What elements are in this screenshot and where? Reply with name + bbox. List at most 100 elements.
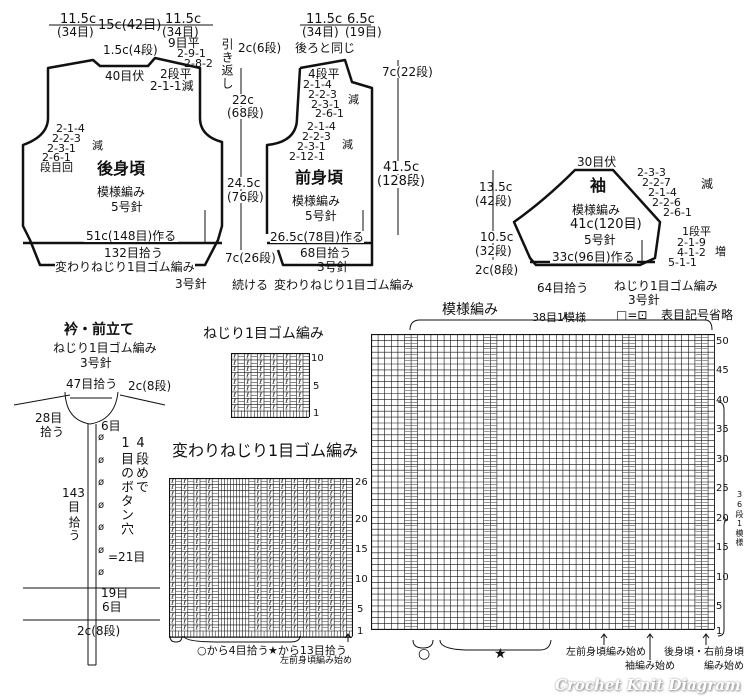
stitch-symbol: — bbox=[695, 487, 701, 494]
stitch-symbol: | bbox=[239, 556, 241, 564]
stitch-symbol: — bbox=[264, 384, 271, 392]
stitch-symbol: — bbox=[175, 478, 182, 485]
stitch-symbol: — bbox=[484, 576, 490, 583]
stitch-symbol: ℓ bbox=[318, 508, 321, 516]
stitch-symbol: — bbox=[251, 359, 258, 367]
stitch-symbol: — bbox=[285, 587, 292, 595]
stitch-symbol: — bbox=[695, 428, 701, 435]
stitch-symbol: ℓ bbox=[208, 605, 211, 613]
stitch-symbol: — bbox=[411, 363, 417, 370]
stitch-symbol: ℓ bbox=[196, 478, 199, 485]
stitch-symbol: — bbox=[212, 538, 219, 546]
stitch-symbol: — bbox=[249, 599, 256, 607]
stitch-symbol: ℓ bbox=[183, 489, 186, 497]
stitch-symbol: ℓ bbox=[318, 532, 321, 540]
stitch-symbol: — bbox=[175, 556, 182, 564]
stitch-symbol: ℓ bbox=[305, 599, 308, 607]
stitch-symbol: ℓ bbox=[305, 495, 308, 503]
pattern-row-label: 5 bbox=[716, 601, 723, 612]
stitch-symbol: ℓ bbox=[233, 359, 236, 367]
stitch-symbol: ℓ bbox=[281, 520, 284, 528]
stitch-symbol: ℓ bbox=[171, 502, 174, 510]
pattern-marker-star: ★ bbox=[494, 646, 507, 662]
stitch-symbol: | bbox=[220, 550, 222, 558]
stitch-symbol: | bbox=[232, 508, 234, 516]
stitch-symbol: — bbox=[346, 502, 353, 510]
front-rib: 変わりねじり1目ゴム編み bbox=[274, 278, 414, 292]
stitch-symbol: — bbox=[238, 359, 245, 367]
stitch-symbol: ℓ bbox=[269, 611, 272, 619]
stitch-symbol: — bbox=[261, 514, 268, 522]
stitch-symbol: ℓ bbox=[281, 605, 284, 613]
stitch-symbol: ℓ bbox=[259, 378, 262, 386]
stitch-symbol: — bbox=[285, 563, 292, 571]
stitch-symbol: — bbox=[411, 546, 417, 553]
back-neck-dec: 2-1-1減 bbox=[150, 79, 194, 93]
stitch-symbol: — bbox=[411, 446, 417, 453]
stitch-symbol: — bbox=[297, 556, 304, 564]
stitch-symbol: ℓ bbox=[272, 384, 275, 392]
stitch-symbol: — bbox=[346, 520, 353, 528]
stitch-symbol: ℓ bbox=[269, 617, 272, 625]
stitch-symbol: — bbox=[303, 359, 310, 367]
stitch-symbol: ℓ bbox=[171, 593, 174, 601]
stitch-symbol: — bbox=[346, 569, 353, 577]
stitch-symbol: — bbox=[261, 520, 268, 528]
stitch-symbol: | bbox=[232, 605, 234, 613]
stitch-symbol: — bbox=[629, 617, 635, 624]
front-neck-dec-3: 2-3-1 bbox=[311, 98, 340, 111]
stitch-symbol: — bbox=[249, 575, 256, 583]
stitch-symbol: | bbox=[232, 520, 234, 528]
stitch-symbol: ℓ bbox=[305, 569, 308, 577]
stitch-symbol: — bbox=[200, 502, 207, 510]
stitch-symbol: ℓ bbox=[171, 495, 174, 503]
stitch-symbol: | bbox=[226, 581, 228, 589]
var-rib-chart-grid: ℓ—ℓ—ℓ—ℓ—|||||—ℓ—ℓ—ℓ—ℓ—ℓ—ℓ—ℓ—ℓ—ℓ—ℓ—ℓ—ℓ—||… bbox=[168, 477, 353, 642]
back-armhole-dec-2: 2-2-3 bbox=[52, 132, 81, 145]
stitch-symbol: — bbox=[212, 502, 219, 510]
stitch-symbol: — bbox=[175, 489, 182, 497]
stitch-symbol: ℓ bbox=[293, 514, 296, 522]
stitch-symbol: ℓ bbox=[285, 378, 288, 386]
front-total-height-rows: (128段) bbox=[377, 174, 425, 189]
stitch-symbol: — bbox=[484, 428, 490, 435]
stitch-symbol: — bbox=[405, 405, 411, 412]
sleeve-cap-dec-2: 2-2-7 bbox=[642, 176, 671, 189]
stitch-symbol: — bbox=[297, 605, 304, 613]
stitch-symbol: — bbox=[695, 446, 701, 453]
stitch-symbol: | bbox=[220, 569, 222, 577]
stitch-symbol: | bbox=[239, 611, 241, 619]
back-top-dim-left-sts: (34目) bbox=[57, 25, 94, 39]
stitch-symbol: — bbox=[491, 411, 497, 418]
stitch-symbol: — bbox=[411, 464, 417, 471]
rib-row-label-10: 10 bbox=[311, 353, 324, 364]
stitch-symbol: — bbox=[695, 558, 701, 565]
stitch-symbol: — bbox=[695, 470, 701, 477]
stitch-symbol: — bbox=[629, 505, 635, 512]
stitch-symbol: — bbox=[251, 372, 258, 380]
stitch-symbol: — bbox=[405, 458, 411, 465]
stitch-symbol: — bbox=[346, 593, 353, 601]
stitch-symbol: — bbox=[175, 483, 182, 491]
stitch-symbol: — bbox=[346, 532, 353, 540]
stitch-symbol: ℓ bbox=[305, 593, 308, 601]
stitch-symbol: — bbox=[297, 520, 304, 528]
stitch-symbol: — bbox=[623, 411, 629, 418]
stitch-symbol: | bbox=[245, 538, 247, 546]
stitch-symbol: — bbox=[484, 564, 490, 571]
stitch-symbol: ℓ bbox=[342, 611, 345, 619]
stitch-symbol: — bbox=[623, 558, 629, 565]
stitch-symbol: — bbox=[623, 422, 629, 429]
stitch-symbol: | bbox=[251, 630, 253, 638]
sleeve-pattern: 模様編み bbox=[572, 203, 621, 217]
stitch-symbol: — bbox=[623, 481, 629, 488]
stitch-symbol: ℓ bbox=[183, 478, 186, 485]
stitch-symbol: — bbox=[702, 334, 708, 341]
sleeve-inc-2: 4-1-2 bbox=[677, 246, 706, 259]
sleeve-cap-dec-label: 減 bbox=[701, 177, 714, 191]
stitch-symbol: | bbox=[239, 520, 241, 528]
stitch-symbol: ℓ bbox=[196, 599, 199, 607]
stitch-symbol: ℓ bbox=[293, 489, 296, 497]
stitch-symbol: — bbox=[623, 546, 629, 553]
stitch-symbol: — bbox=[695, 594, 701, 601]
